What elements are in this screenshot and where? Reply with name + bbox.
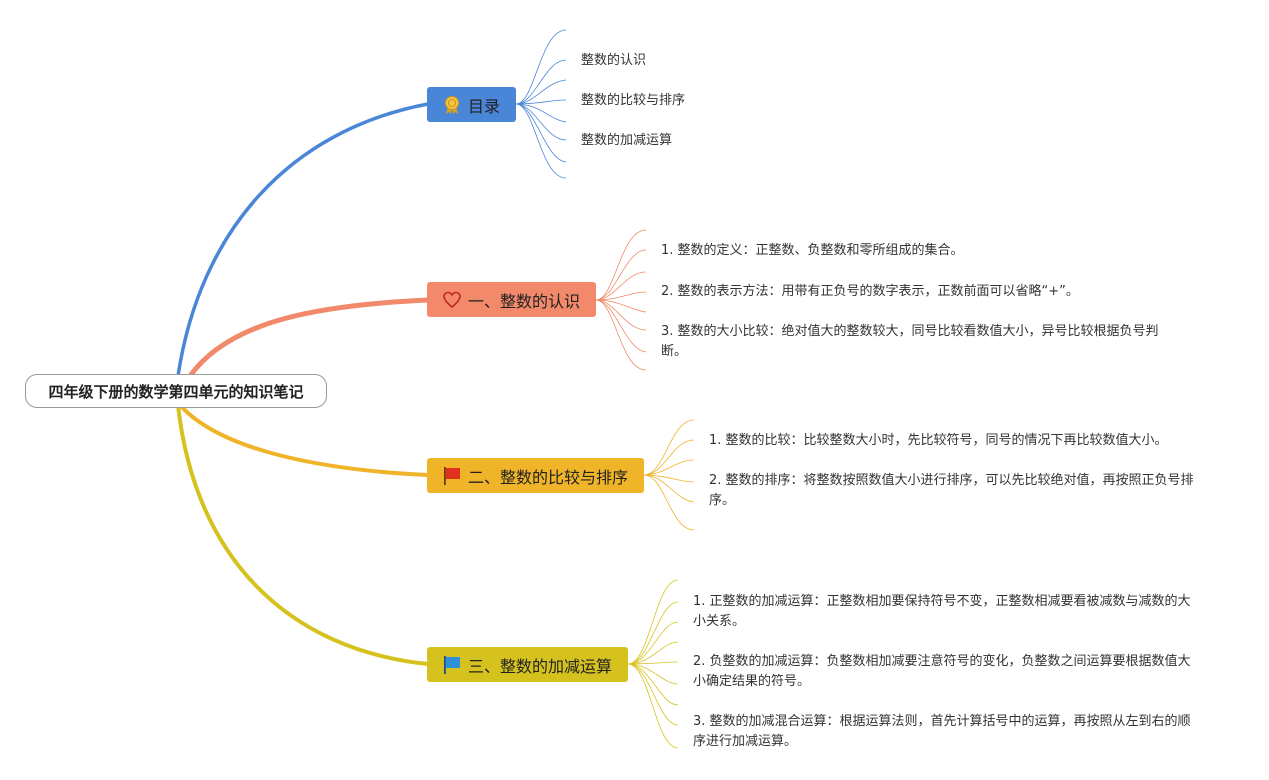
fan-branch2 (643, 419, 695, 531)
award-icon (442, 95, 462, 115)
root-title: 四年级下册的数学第四单元的知识笔记 (48, 382, 304, 401)
note-item[interactable]: 2. 负整数的加减运算：负整数相加减要注意符号的变化，负整数之间运算要根据数值大… (693, 654, 1191, 689)
blue-flag-icon (442, 655, 462, 675)
branch-toc[interactable]: 目录 (427, 87, 516, 122)
note-item[interactable]: 2. 整数的排序：将整数按照数值大小进行排序，可以先比较绝对值，再按照正负号排序… (709, 473, 1194, 508)
note-item[interactable]: 1. 整数的比较：比较整数大小时，先比较符号，同号的情况下再比较数值大小。 (709, 433, 1168, 448)
note-item[interactable]: 3. 整数的大小比较：绝对值大的整数较大，同号比较看数值大小，异号比较根据负号判… (661, 324, 1159, 359)
note-item[interactable]: 1. 正整数的加减运算：正整数相加要保持符号不变，正整数相减要看被减数与减数的大… (693, 594, 1191, 629)
connector-root-branch2 (178, 403, 429, 477)
toc-item[interactable]: 整数的认识 (581, 53, 647, 68)
connector-root-branch1 (187, 297, 429, 378)
root-node[interactable]: 四年级下册的数学第四单元的知识笔记 (25, 374, 327, 408)
branch-integer-concept-label: 一、整数的认识 (468, 291, 581, 311)
heart-icon (442, 290, 462, 310)
branch-add-subtract[interactable]: 三、整数的加减运算 (427, 647, 628, 682)
note-item[interactable]: 3. 整数的加减混合运算：根据运算法则，首先计算括号中的运算，再按照从左到右的顺… (693, 714, 1191, 749)
fan-branch3 (627, 579, 679, 749)
fan-toc (515, 29, 567, 179)
branch-toc-label: 目录 (468, 96, 501, 116)
connector-root-branch3 (176, 404, 429, 666)
toc-item[interactable]: 整数的加减运算 (581, 133, 673, 148)
note-item[interactable]: 2. 整数的表示方法：用带有正负号的数字表示，正数前面可以省略“+”。 (661, 284, 1079, 299)
toc-item[interactable]: 整数的比较与排序 (581, 93, 686, 108)
branch-compare-sort-label: 二、整数的比较与排序 (468, 467, 629, 487)
note-item[interactable]: 1. 整数的定义：正整数、负整数和零所组成的集合。 (661, 243, 964, 258)
branch-add-subtract-label: 三、整数的加减运算 (468, 656, 613, 676)
branch-compare-sort[interactable]: 二、整数的比较与排序 (427, 458, 644, 493)
fan-branch1 (595, 229, 647, 371)
connector-root-toc (176, 102, 429, 377)
branch-integer-concept[interactable]: 一、整数的认识 (427, 282, 596, 317)
red-flag-icon (442, 466, 462, 486)
